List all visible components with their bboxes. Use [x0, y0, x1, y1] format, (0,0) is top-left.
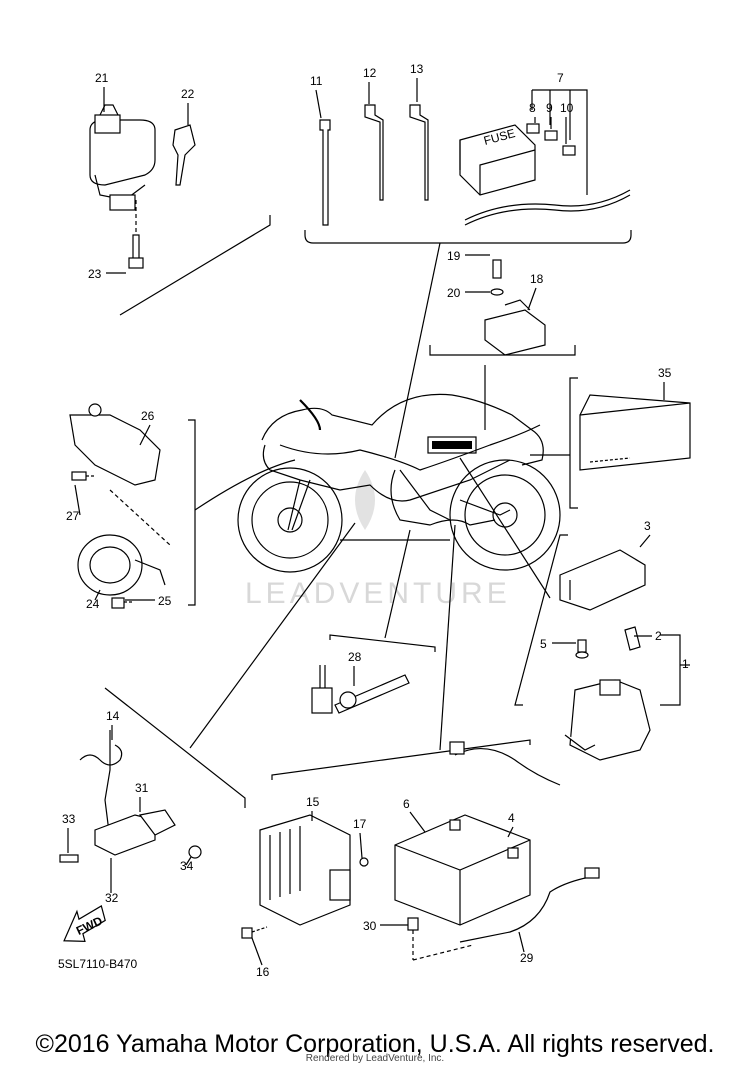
callouts: 1 2 3 4 5 6 7 8 9 10 11 12 13 14 15 16 1…: [62, 62, 689, 979]
callout-18: 18: [530, 272, 544, 286]
callout-26: 26: [141, 409, 155, 423]
callout-4: 4: [508, 811, 515, 825]
callout-11: 11: [310, 74, 323, 88]
callout-15: 15: [306, 795, 320, 809]
rectifier-regulator-group: [241, 524, 531, 939]
horn-group: [69, 403, 296, 609]
motorcycle-illustration: [237, 393, 561, 573]
part-code: 5SL7110-B470: [58, 957, 138, 971]
callout-9: 9: [546, 101, 553, 115]
callout-20: 20: [447, 286, 461, 300]
callout-5: 5: [540, 637, 547, 651]
callout-24: 24: [86, 597, 100, 611]
callout-2: 2: [655, 629, 662, 643]
callout-8: 8: [529, 101, 536, 115]
callout-25: 25: [158, 594, 172, 608]
clamp-fuse-group: FUSE: [304, 89, 632, 459]
callout-3: 3: [644, 519, 651, 533]
rendered-by-notice: Rendered by LeadVenture, Inc.: [305, 1053, 445, 1064]
callout-21: 21: [95, 71, 109, 85]
sensor-group: [311, 529, 436, 714]
callout-30: 30: [363, 919, 377, 933]
callout-10: 10: [560, 101, 574, 115]
callout-27: 27: [66, 509, 80, 523]
callout-31: 31: [135, 781, 149, 795]
callout-33: 33: [62, 812, 76, 826]
copyright-notice: ©2016 Yamaha Motor Corporation, U.S.A. A…: [35, 1030, 715, 1058]
callout-7: 7: [557, 71, 564, 85]
callout-35: 35: [658, 366, 672, 380]
callout-28: 28: [348, 650, 362, 664]
callout-23: 23: [88, 267, 102, 281]
callout-14: 14: [106, 709, 120, 723]
callout-29: 29: [520, 951, 534, 965]
callout-16: 16: [256, 965, 270, 979]
starter-relay-group: [459, 457, 690, 761]
callout-17: 17: [353, 817, 367, 831]
callout-1: 1: [682, 657, 689, 671]
watermark-flame-icon: [355, 470, 375, 530]
sidestand-switch-group: [59, 522, 356, 863]
relay-group: [429, 259, 576, 430]
callout-6: 6: [403, 797, 410, 811]
callout-22: 22: [181, 87, 195, 101]
callout-12: 12: [363, 66, 377, 80]
callout-19: 19: [447, 249, 461, 263]
callout-34: 34: [180, 859, 194, 873]
callout-13: 13: [410, 62, 424, 76]
main-switch-group: [89, 104, 271, 316]
battery-group: [394, 741, 600, 961]
fwd-arrow: FWD: [63, 905, 106, 943]
ecu-group: [530, 377, 691, 509]
watermark: LEADVENTURE: [245, 577, 511, 610]
leader-lines: [67, 78, 665, 966]
callout-32: 32: [105, 891, 119, 905]
